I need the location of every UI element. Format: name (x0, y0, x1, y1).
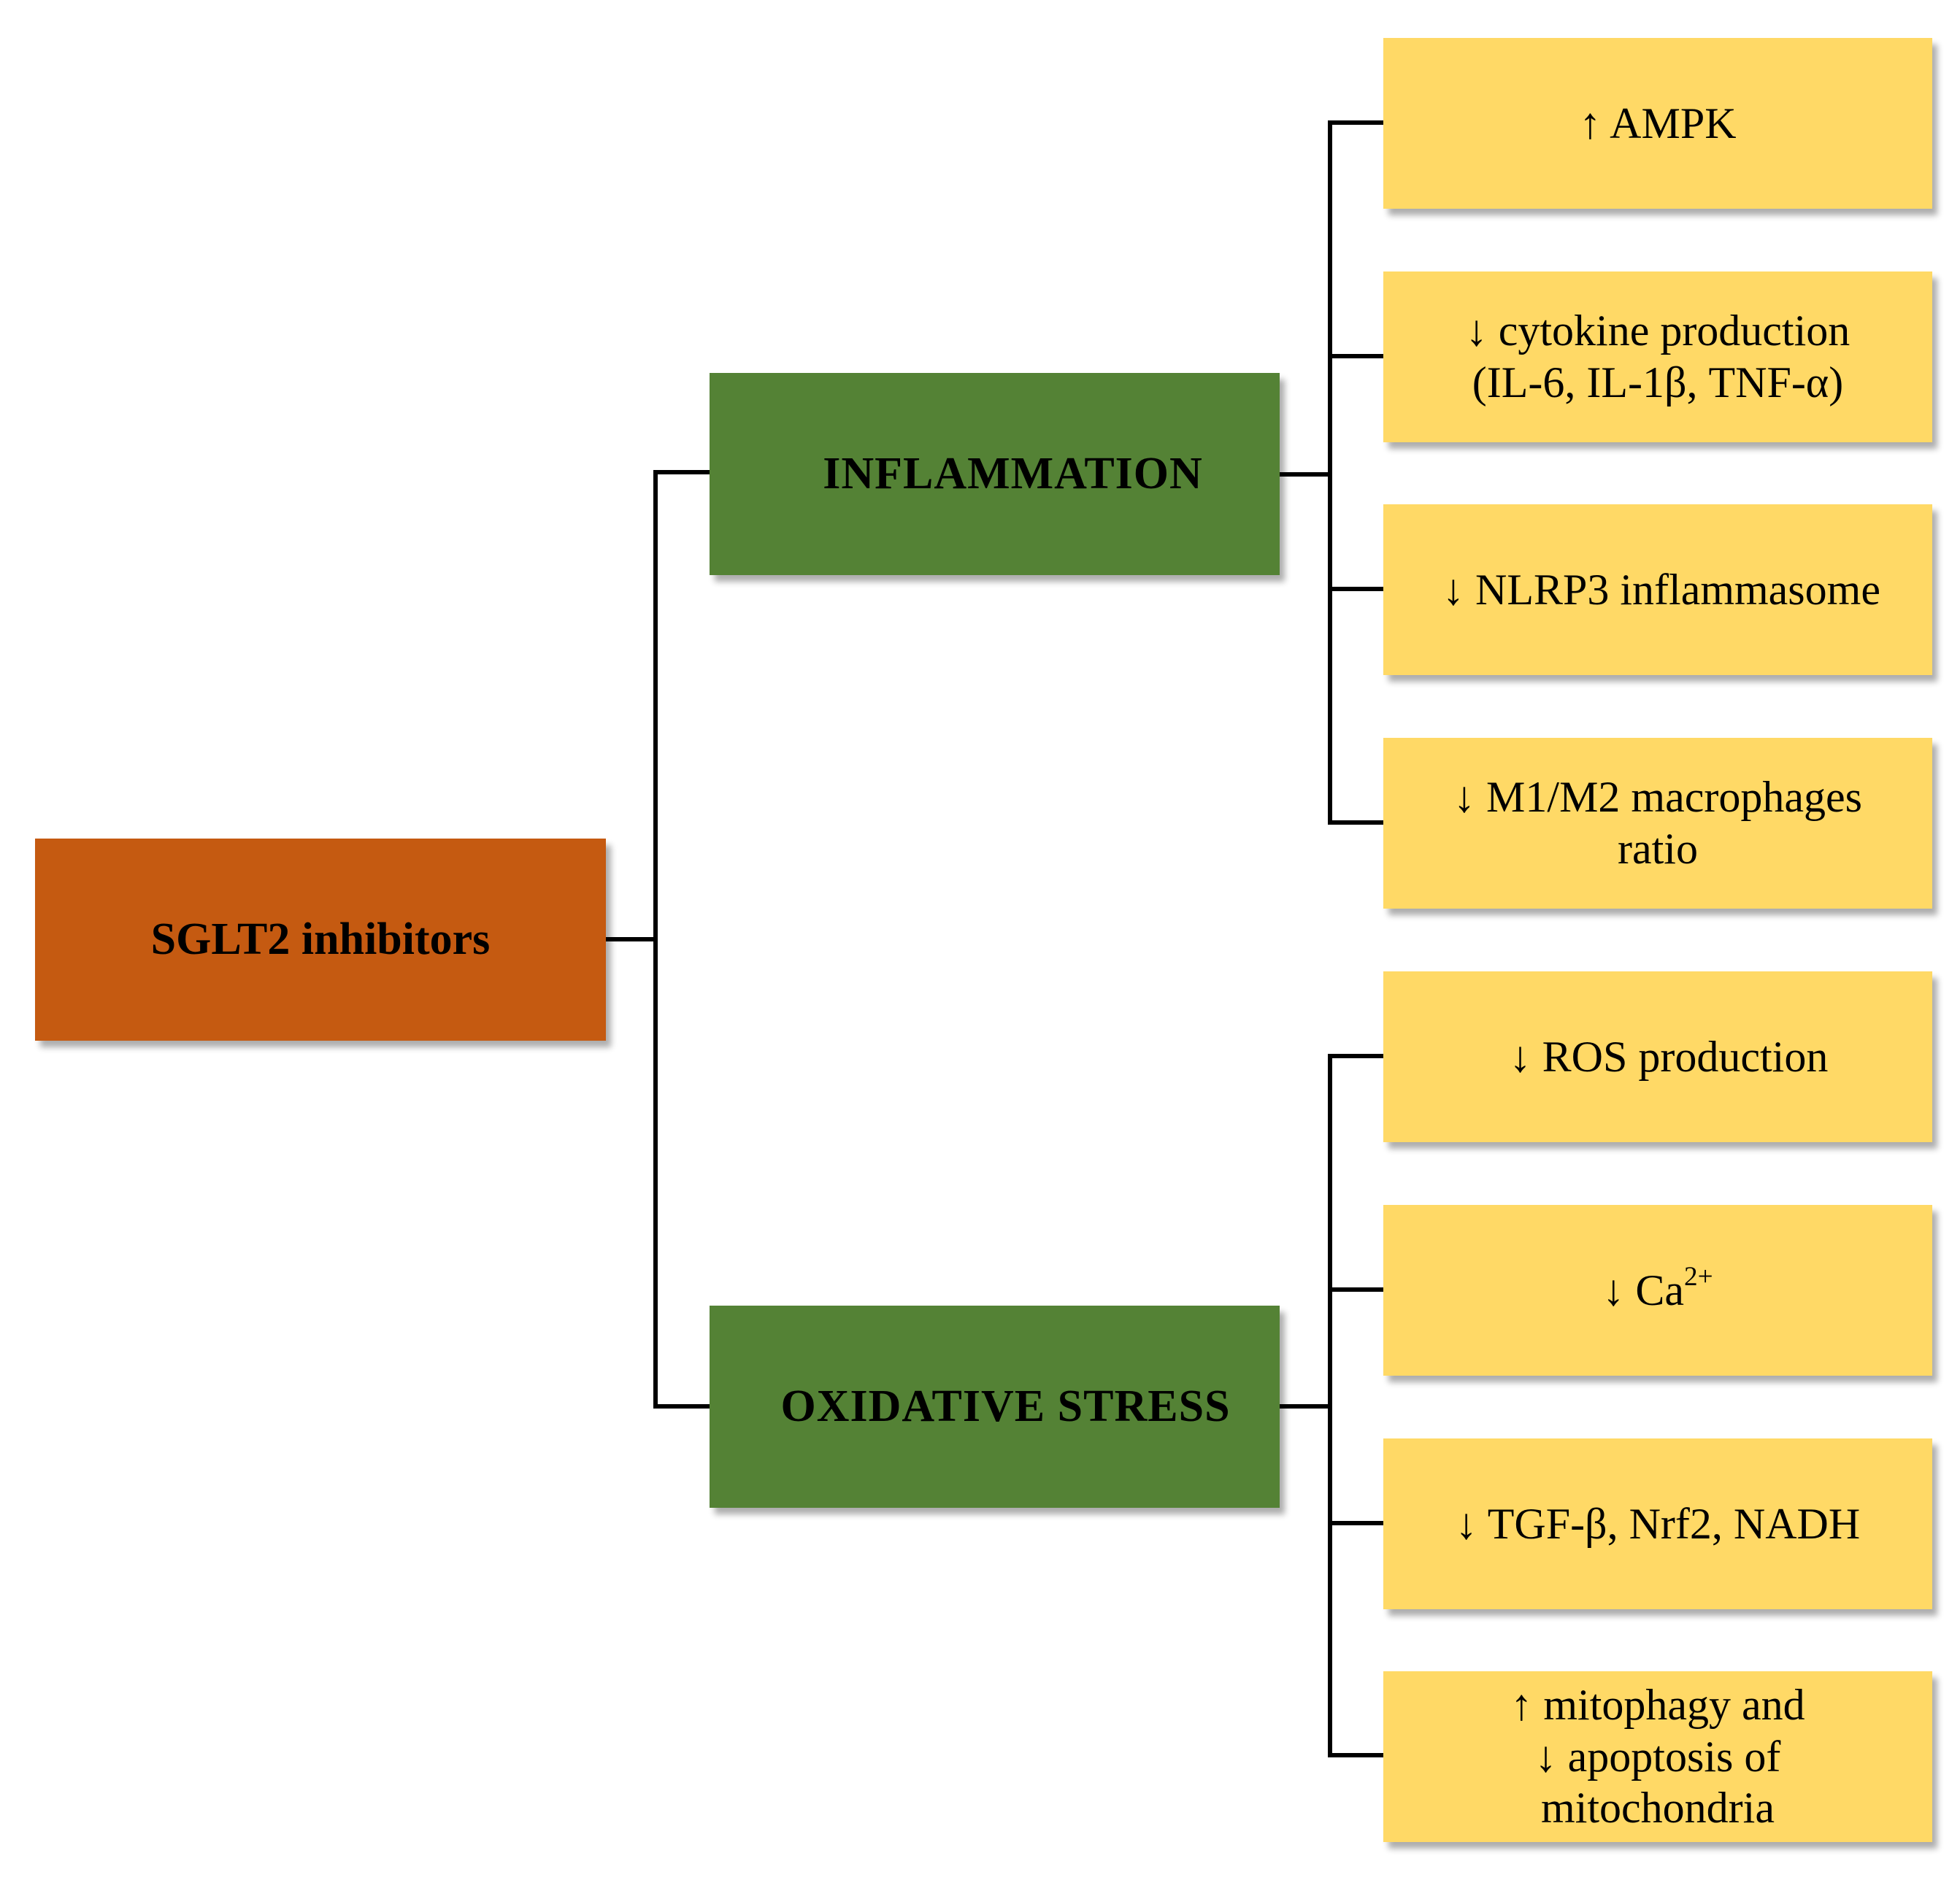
branch-inflammation-label: INFLAMMATION (823, 449, 1203, 498)
effect-ros-production: ↓ ROS production (1383, 971, 1932, 1142)
effect-line: (IL-6, IL-1β, TNF-α) (1472, 358, 1844, 407)
effect-line: ↓ apoptosis of (1534, 1732, 1781, 1781)
effect-tgf-nrf2-nadh: ↓ TGF-β, Nrf2, NADH (1383, 1438, 1932, 1609)
effect-line: ↓ M1/M2 macrophages (1453, 773, 1862, 822)
effect-calcium-sup: 2+ (1684, 1261, 1713, 1292)
branch-inflammation: INFLAMMATION (710, 373, 1280, 575)
effect-line: ratio (1618, 825, 1698, 873)
branch-oxidative-stress-label: OXIDATIVE STRESS (780, 1382, 1231, 1431)
effect-nlrp3-inflammasome: ↓ NLRP3 inflammasome (1383, 504, 1932, 675)
effect-calcium: ↓ Ca2+ (1383, 1205, 1932, 1376)
effect-line: ↑ AMPK (1579, 99, 1737, 147)
effect-cytokine-production: ↓ cytokine production (IL-6, IL-1β, TNF-… (1383, 271, 1932, 442)
effect-line: mitochondria (1541, 1784, 1775, 1833)
root-label: SGLT2 inhibitors (150, 914, 491, 964)
root-node: SGLT2 inhibitors (35, 839, 606, 1041)
branch-oxidative-stress: OXIDATIVE STRESS (710, 1306, 1280, 1508)
effect-m1-m2-ratio: ↓ M1/M2 macrophages ratio (1383, 738, 1932, 909)
effect-line: ↓ TGF-β, Nrf2, NADH (1455, 1499, 1861, 1548)
effect-line: ↓ NLRP3 inflammasome (1442, 565, 1880, 614)
effect-line: ↑ mitophagy and (1510, 1680, 1805, 1729)
effect-ampk: ↑ AMPK (1383, 38, 1932, 209)
effect-line: ↓ cytokine production (1465, 307, 1851, 355)
effect-line: ↓ ROS production (1509, 1032, 1829, 1081)
effect-mitophagy-apoptosis: ↑ mitophagy and ↓ apoptosis of mitochond… (1383, 1671, 1932, 1842)
effect-calcium-base: ↓ Ca (1602, 1265, 1685, 1314)
